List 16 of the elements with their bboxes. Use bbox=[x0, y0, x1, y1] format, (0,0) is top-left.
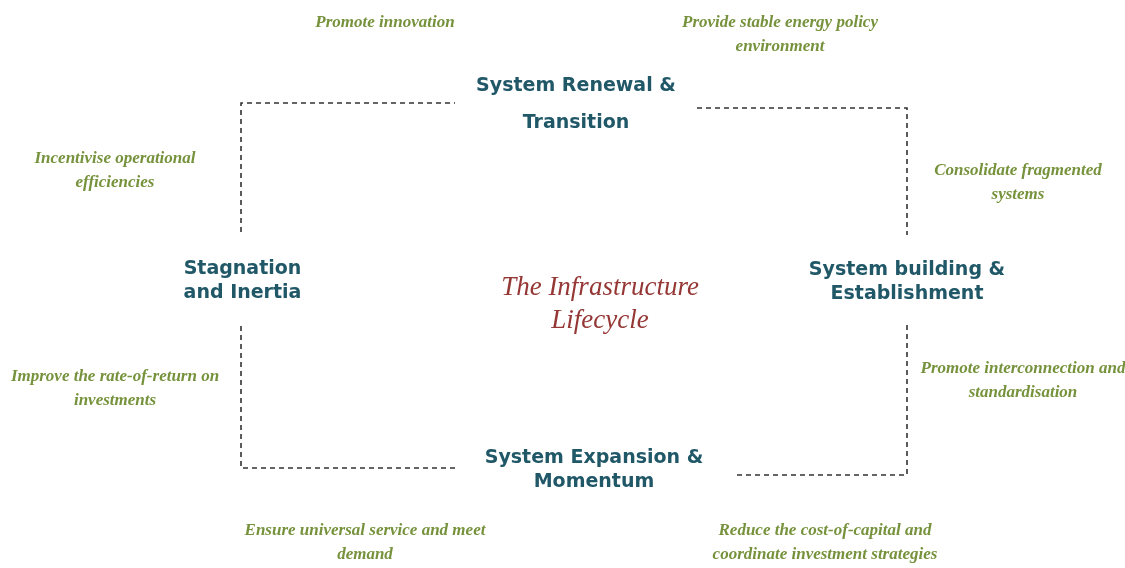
strategy-note: Promote innovation bbox=[314, 11, 456, 33]
dashed-connector bbox=[240, 102, 456, 233]
stage-label: System building & Establishment bbox=[800, 235, 1014, 325]
strategy-note: Incentivise operational efficiencies bbox=[33, 147, 197, 193]
diagram-title: The Infrastructure Lifecycle bbox=[500, 270, 700, 336]
strategy-note: Promote interconnection and standardisation bbox=[919, 357, 1125, 403]
dashed-connector bbox=[240, 324, 456, 469]
strategy-note: Ensure universal service and meet demand bbox=[243, 519, 487, 565]
dashed-connector bbox=[696, 107, 908, 236]
strategy-note: Provide stable energy policy environment bbox=[681, 11, 879, 57]
stage-label: Stagnation and Inertia bbox=[165, 232, 320, 325]
strategy-note: Reduce the cost-of-capital and coordinate investment strategies bbox=[711, 519, 939, 565]
stage-label: System Expansion & Momentum bbox=[455, 440, 733, 495]
strategy-note: Consolidate fragmented systems bbox=[933, 159, 1103, 205]
strategy-note: Improve the rate-of-return on investments bbox=[9, 365, 221, 411]
stage-label: System Renewal & Transition bbox=[455, 62, 697, 144]
